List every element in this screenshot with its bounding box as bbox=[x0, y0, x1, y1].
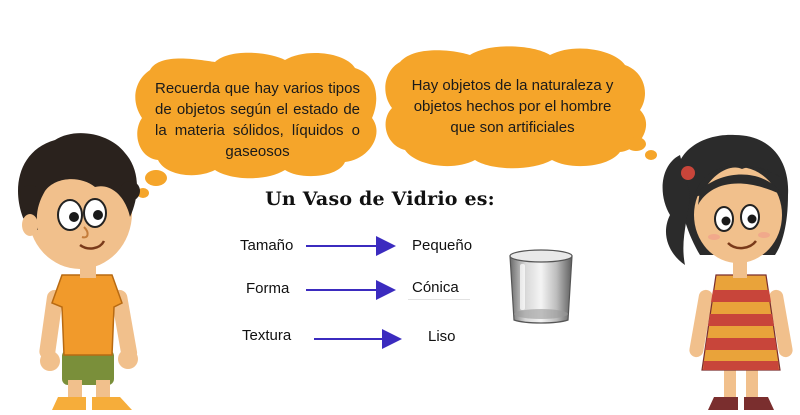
page-title: Un Vaso de Vidrio es: bbox=[265, 188, 495, 210]
girl-character-icon bbox=[662, 134, 793, 410]
speech-bubble-right bbox=[385, 46, 657, 169]
divider bbox=[408, 299, 470, 300]
bubble-left-text: Recuerda que hay varios tipos de objetos… bbox=[155, 80, 360, 160]
property-value-size: Pequeño bbox=[412, 237, 473, 254]
property-label-shape: Forma bbox=[246, 280, 290, 297]
property-value-shape: Cónica bbox=[412, 279, 459, 296]
property-label-texture: Textura bbox=[242, 327, 292, 344]
speech-bubble-left bbox=[135, 52, 377, 198]
property-label-size: Tamaño bbox=[240, 237, 294, 254]
property-value-texture: Liso bbox=[428, 328, 456, 345]
boy-character-icon bbox=[18, 133, 140, 410]
bubble-right-text: Hay objetos de la naturaleza y objetos h… bbox=[411, 77, 614, 136]
glass-tumbler-icon bbox=[509, 249, 573, 324]
